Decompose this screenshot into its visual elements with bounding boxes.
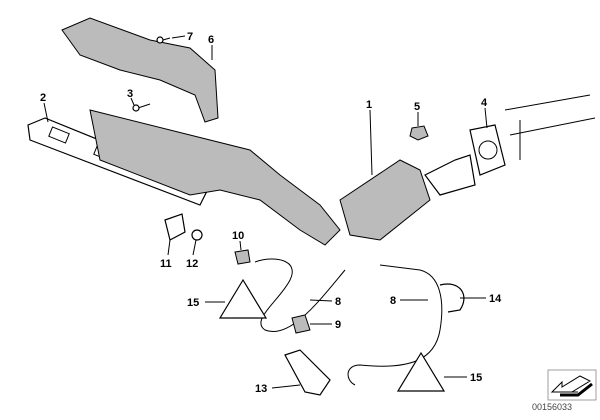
exhaust-manifold	[89, 109, 341, 246]
callout-9: 9	[335, 319, 341, 331]
stud-bolt-3	[132, 103, 151, 112]
callout-4: 4	[481, 97, 488, 109]
bolt-7	[156, 36, 171, 44]
heat-shield	[61, 17, 219, 123]
callout-15-left: 15	[187, 297, 199, 309]
callout-2: 2	[40, 92, 46, 104]
reference-number: 00156033	[532, 402, 573, 412]
callout-7: 7	[187, 31, 193, 43]
warning-triangle-left	[218, 278, 268, 319]
callout-6: 6	[208, 34, 214, 46]
callout-13: 13	[255, 383, 267, 395]
callout-1: 1	[366, 99, 372, 111]
callout-12: 12	[186, 258, 198, 270]
callout-15-right: 15	[470, 372, 482, 384]
rear-pipe	[504, 94, 596, 160]
clamp	[439, 283, 465, 313]
clip	[234, 249, 251, 265]
catalytic-converter	[339, 159, 431, 241]
sensor-bracket	[284, 349, 331, 396]
warning-triangle-right	[396, 351, 446, 392]
converter-pipe	[424, 154, 476, 196]
screw	[191, 229, 203, 241]
callout-10: 10	[232, 230, 244, 242]
callout-8-rear: 8	[390, 295, 396, 307]
bracket	[164, 213, 186, 241]
exhaust-flange	[469, 124, 506, 176]
reference-arrow-icon	[547, 369, 597, 401]
callout-11: 11	[160, 258, 172, 270]
leader-lines	[43, 35, 488, 389]
callout-5: 5	[414, 101, 420, 113]
nut	[409, 125, 429, 141]
callout-14: 14	[489, 293, 502, 305]
callout-3: 3	[127, 88, 133, 100]
callout-8-front: 8	[335, 296, 341, 308]
cable-holder	[291, 314, 311, 334]
